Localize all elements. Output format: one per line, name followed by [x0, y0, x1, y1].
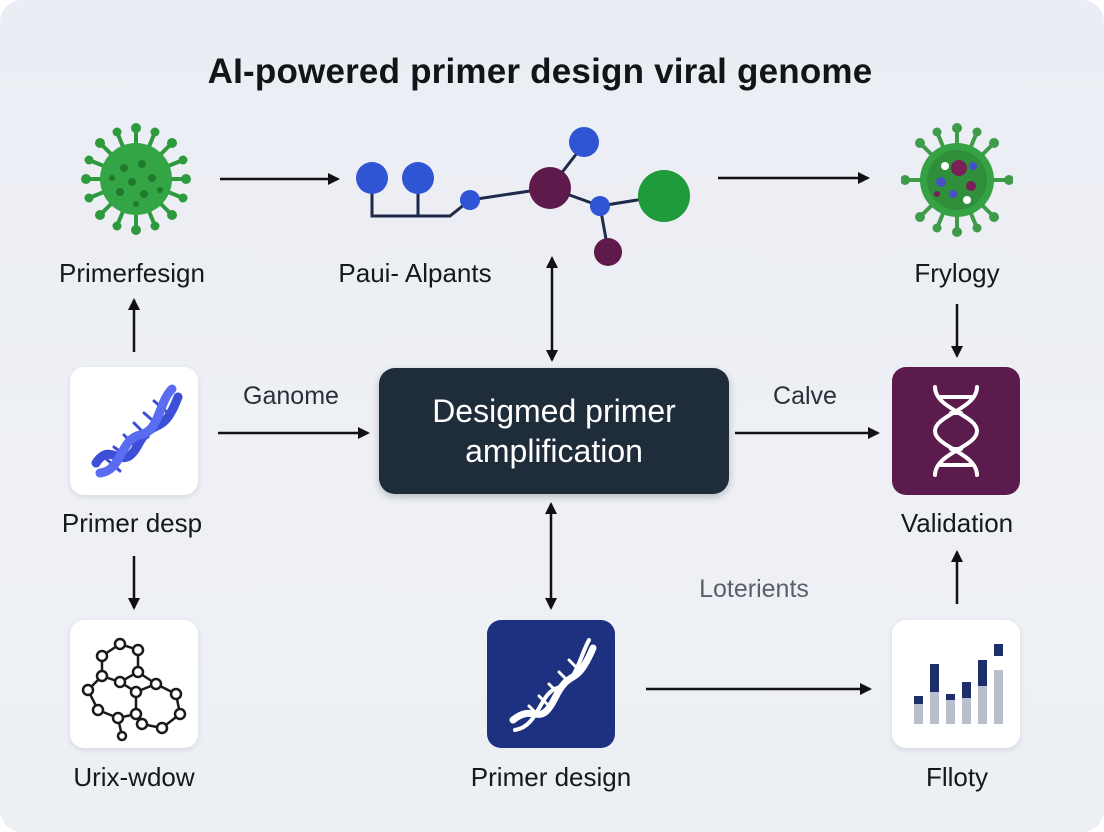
node-label-paui-alpants: Paui- Alpants — [338, 258, 492, 288]
node-label-urix-wdow: Urix-wdow — [73, 762, 195, 792]
dna-icon — [509, 638, 597, 732]
node-label-flloty: Flloty — [925, 762, 989, 792]
validation-tile — [892, 367, 1020, 495]
edge-label-calve: Calve — [773, 382, 837, 410]
node-label-primerfesign: Primerfesign — [59, 258, 205, 288]
bar-chart-icon — [914, 644, 1003, 724]
center-node-label: Desigmed primer amplification — [432, 393, 676, 469]
edge-label-ganome: Ganome — [243, 382, 339, 410]
primer-design-tile — [487, 620, 615, 748]
dna-icon — [91, 384, 183, 478]
network-tile — [70, 620, 198, 748]
dna-icon — [932, 385, 980, 477]
virus-icon — [81, 123, 191, 235]
node-label-frylogy: Frylogy — [914, 258, 1000, 288]
node-label-primer-desp: Primer desp — [61, 508, 203, 538]
virus-icon — [901, 123, 1013, 237]
edge-label-loterients: Loterients — [699, 575, 809, 603]
chart-tile — [892, 620, 1020, 748]
center-node: Desigmed primer amplification — [379, 368, 729, 494]
node-label-primer-design: Primer design — [470, 762, 632, 792]
dna-tile — [70, 367, 198, 495]
network-icon — [81, 637, 187, 742]
node-label-validation: Validation — [900, 508, 1014, 538]
diagram-title: AI-powered primer design viral genome — [207, 52, 873, 91]
molecule-icon — [356, 127, 690, 266]
